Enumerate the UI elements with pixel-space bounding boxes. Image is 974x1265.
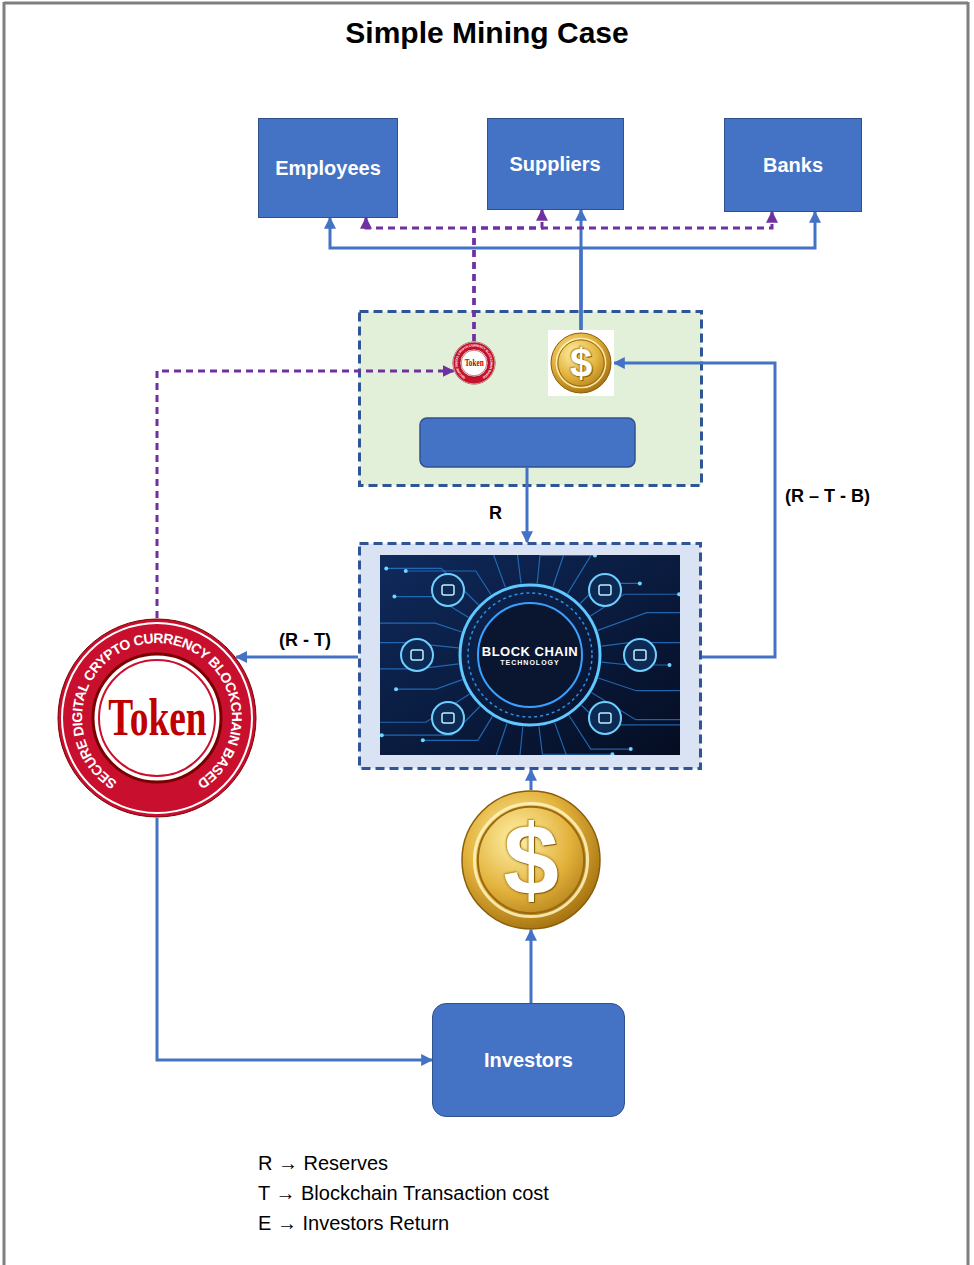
token-coin: SECURE DIGITAL CRYPTO CURRENCY BLOCKCHAI… [452,341,496,385]
dollar-coin: $ [548,330,614,396]
diagram-title: Simple Mining Case [0,16,974,50]
legend-note: R → Reserves [258,1152,388,1175]
ring-text: SECURE DIGITAL CRYPTO CURRENCY BLOCKCHAI… [69,630,245,793]
edge-label: R [486,503,505,524]
stakeholder-box: Employees [258,118,398,218]
frame-line [967,2,970,1265]
node-label: $ [570,343,592,383]
blank-process-box [420,418,635,467]
edge-label: (R – T - B) [782,486,873,507]
money-flow-arrow [526,467,529,542]
node-label: Suppliers [509,153,600,176]
coin-shape [461,790,601,930]
money-flow-arrow [157,818,432,1060]
token-shape: SECURE DIGITAL CRYPTO CURRENCY BLOCKCHAI… [452,341,496,385]
node-label: Token [108,692,207,744]
token-shape: SECURE DIGITAL CRYPTO CURRENCY BLOCKCHAI… [57,618,257,818]
legend-note: T → Blockchain Transaction cost [258,1182,549,1205]
coin-shape [548,330,614,396]
stakeholder-box: Suppliers [487,118,624,210]
node-label: Token [465,358,484,368]
investors-box: Investors [432,1003,625,1117]
chain-shape [358,542,702,770]
panel-subtitle: TECHNOLOGY [500,659,559,667]
frame-line [4,2,968,5]
node-label: $ [503,810,559,910]
stakeholder-box: Banks [724,118,862,212]
panel-title: BLOCK CHAIN [482,645,579,660]
money-flow-arrow [236,656,358,659]
node-label: Employees [275,157,381,180]
company-region: SECURE DIGITAL CRYPTO CURRENCY BLOCKCHAI… [358,310,703,487]
legend-note: E → Investors Return [258,1212,449,1235]
frame-line [3,2,6,1265]
node-label: Banks [763,154,823,177]
edge-label: (R - T) [276,630,334,651]
money-flow-arrow [530,930,533,1003]
token-coin: SECURE DIGITAL CRYPTO CURRENCY BLOCKCHAI… [57,618,257,818]
blockchain-panel: BLOCK CHAINTECHNOLOGY [358,542,702,770]
node-label: Investors [484,1049,573,1072]
money-flow-arrow [530,770,533,790]
ring-text: SECURE DIGITAL CRYPTO CURRENCY BLOCKCHAI… [454,343,493,380]
green-shape [358,310,703,487]
dollar-coin: $ [461,790,601,930]
